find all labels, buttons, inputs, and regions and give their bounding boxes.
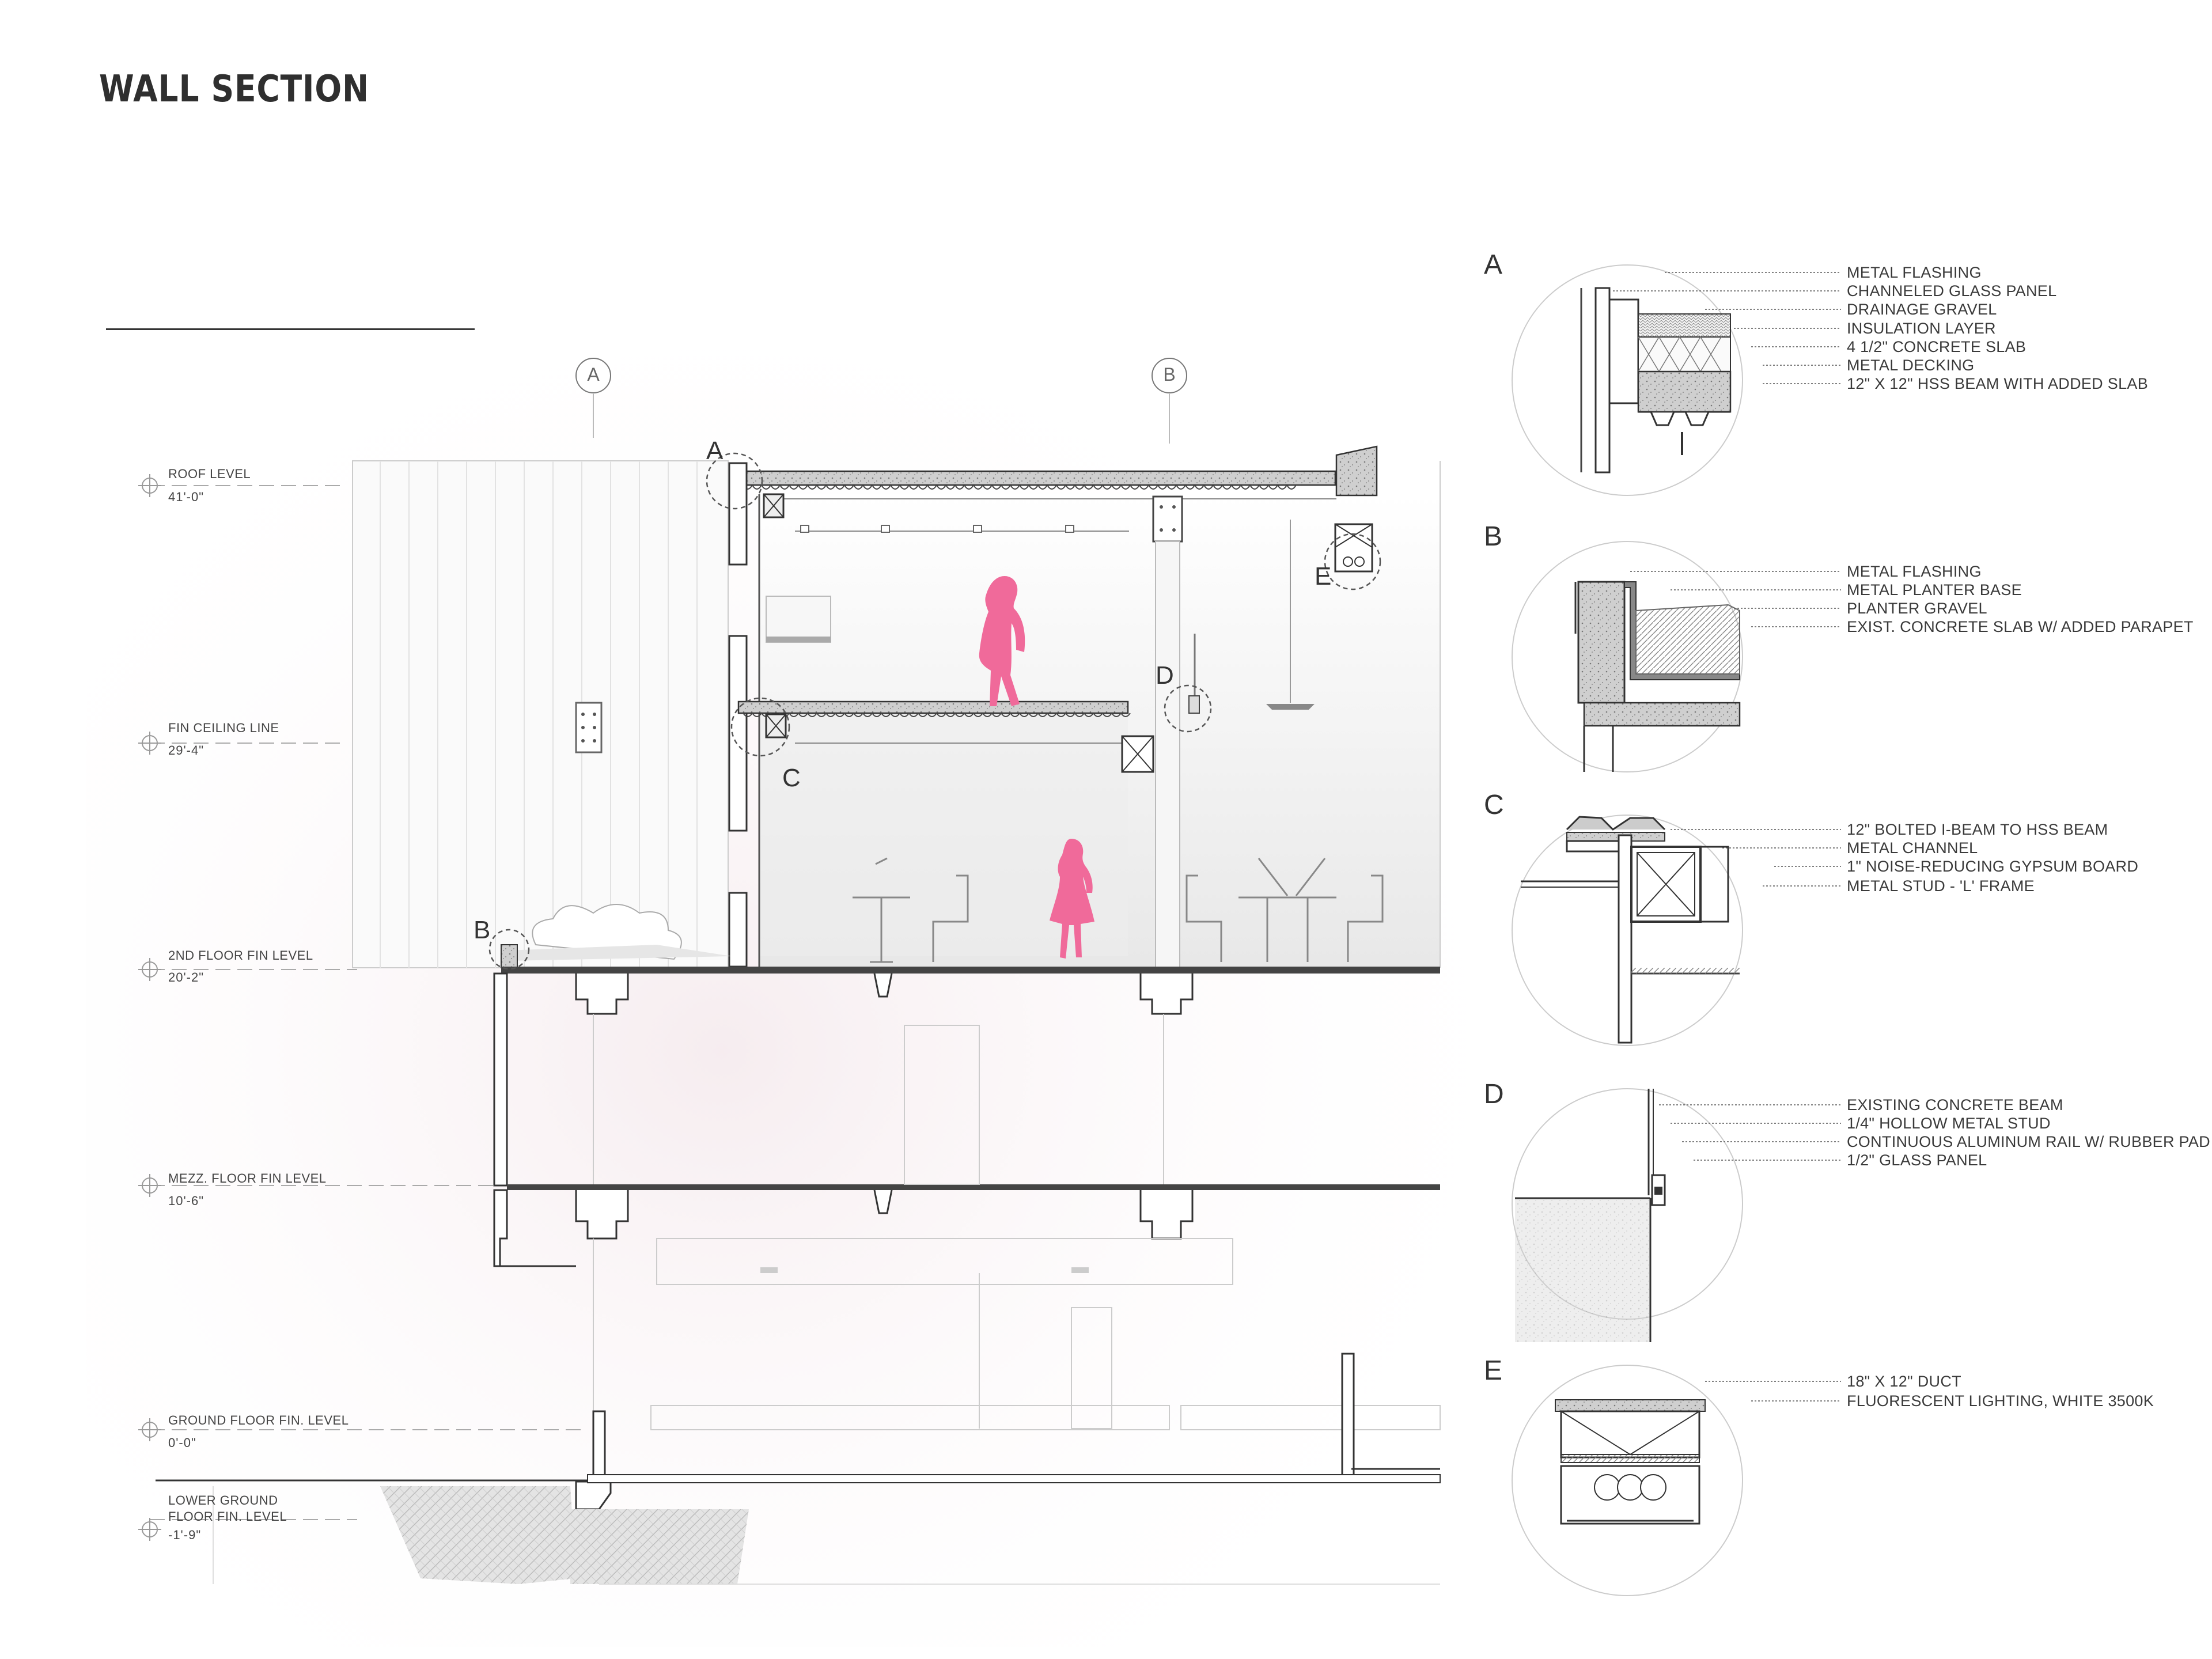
detail-d-note: EXISTING CONCRETE BEAM [1847, 1096, 2063, 1113]
detail-e-note: 18" X 12" DUCT [1847, 1373, 1961, 1390]
level-roof-value: 41'-0" [168, 490, 204, 504]
level-2nd-floor-value: 20'-2" [168, 970, 204, 984]
detail-c-note: METAL STUD - 'L' FRAME [1847, 877, 2035, 895]
detail-d-note: 1/2" GLASS PANEL [1847, 1152, 1987, 1169]
level-ceiling-value: 29'-4" [168, 743, 204, 757]
level-2nd-floor-name: 2ND FLOOR FIN LEVEL [168, 948, 313, 963]
detail-a-note: CHANNELED GLASS PANEL [1847, 282, 2057, 300]
detail-b-note: METAL FLASHING [1847, 563, 1982, 580]
callout-d: D [1156, 661, 1174, 690]
detail-a-note: METAL FLASHING [1847, 264, 1982, 281]
level-ceiling-name: FIN CEILING LINE [168, 721, 279, 735]
level-ground-name: GROUND FLOOR FIN. LEVEL [168, 1413, 349, 1427]
detail-b-note: EXIST. CONCRETE SLAB W/ ADDED PARAPET [1847, 618, 2194, 635]
detail-e-note: FLUORESCENT LIGHTING, WHITE 3500K [1847, 1392, 2154, 1410]
detail-d-note: 1/4" HOLLOW METAL STUD [1847, 1115, 2051, 1132]
level-lower-ground-name: LOWER GROUND [168, 1493, 278, 1508]
detail-e-letter: E [1484, 1355, 1503, 1386]
level-ground-value: 0'-0" [168, 1435, 196, 1450]
detail-b-note: PLANTER GRAVEL [1847, 600, 1987, 617]
grid-label-a: A [587, 364, 600, 385]
level-mezz-name: MEZZ. FLOOR FIN LEVEL [168, 1171, 327, 1185]
callout-e: E [1315, 562, 1332, 590]
detail-c-note: 12" BOLTED I-BEAM TO HSS BEAM [1847, 821, 2108, 838]
callout-c: C [782, 764, 801, 792]
detail-b-note: METAL PLANTER BASE [1847, 581, 2022, 599]
detail-a-note: INSULATION LAYER [1847, 320, 1996, 337]
detail-c-note: METAL CHANNEL [1847, 839, 1978, 857]
detail-d-letter: D [1484, 1079, 1504, 1109]
detail-c-note: 1" NOISE-REDUCING GYPSUM BOARD [1847, 858, 2139, 875]
detail-a-letter: A [1484, 249, 1503, 280]
level-mezz-value: 10'-6" [168, 1194, 204, 1208]
grid-label-b: B [1163, 364, 1176, 385]
level-roof-name: ROOF LEVEL [168, 467, 251, 481]
detail-a-note: 4 1/2" CONCRETE SLAB [1847, 338, 2027, 355]
callout-b: B [474, 916, 491, 944]
level-lower-ground-value: -1'-9" [168, 1528, 202, 1542]
detail-b-letter: B [1484, 521, 1503, 552]
detail-a-note: 12" X 12" HSS BEAM WITH ADDED SLAB [1847, 375, 2149, 392]
callout-a: A [706, 437, 724, 465]
detail-c-letter: C [1484, 790, 1504, 820]
detail-a-note: METAL DECKING [1847, 357, 1975, 374]
sheet-title: WALL SECTION [99, 68, 369, 111]
level-lower-ground-name-2: FLOOR FIN. LEVEL [168, 1509, 287, 1524]
detail-d-note: CONTINUOUS ALUMINUM RAIL W/ RUBBER PAD [1847, 1133, 2210, 1150]
detail-a-note: DRAINAGE GRAVEL [1847, 301, 1997, 318]
